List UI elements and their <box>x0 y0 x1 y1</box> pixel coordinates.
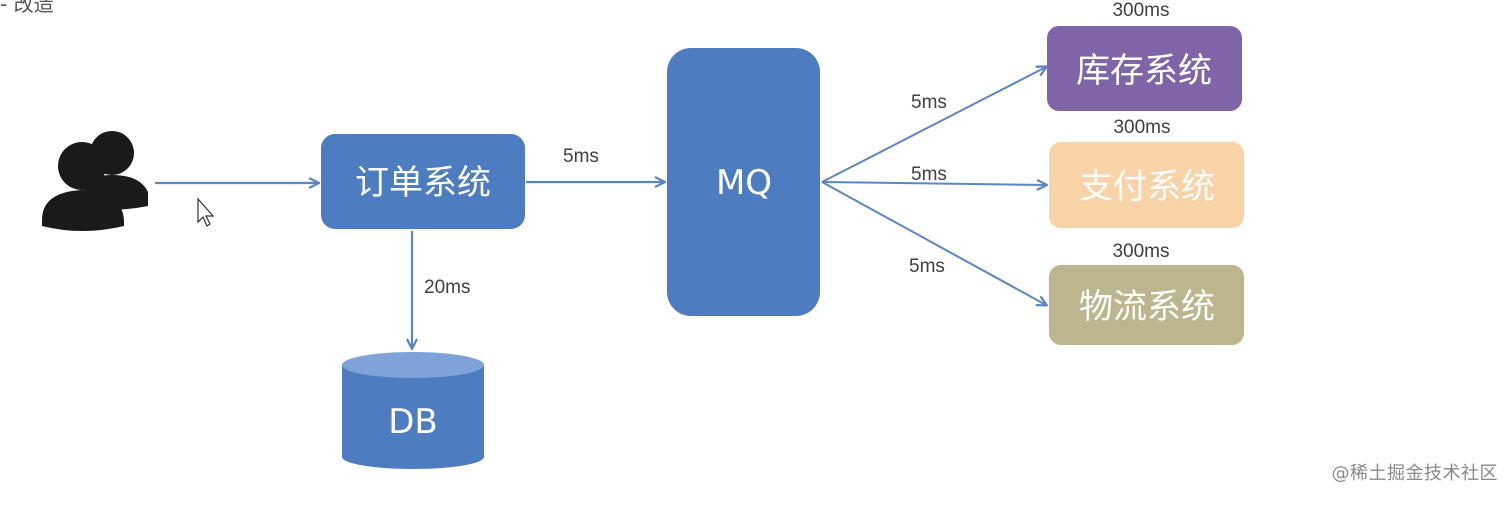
latency-label-inventory: 300ms <box>1112 0 1169 21</box>
db-node: DB <box>342 352 484 469</box>
arrow-mq-to-logistics <box>821 181 1046 305</box>
edge-label-mq-to-logistics: 5ms <box>909 256 945 277</box>
inventory-system-node: 库存系统 <box>1047 26 1242 111</box>
arrow-mq-to-inventory <box>821 67 1046 183</box>
order-system-node: 订单系统 <box>321 134 525 229</box>
users-icon <box>42 131 148 231</box>
svg-text:订单系统: 订单系统 <box>355 163 491 203</box>
mouse-cursor-icon <box>197 197 215 227</box>
mq-node: MQ <box>667 48 820 316</box>
edge-label-mq-to-inventory: 5ms <box>911 92 947 113</box>
svg-text:物流系统: 物流系统 <box>1079 287 1215 327</box>
latency-label-payment: 300ms <box>1113 117 1170 138</box>
edge-label-order-to-db: 20ms <box>424 277 470 298</box>
edge-label-mq-to-payment: 5ms <box>911 164 947 185</box>
edge-label-order-to-mq: 5ms <box>563 146 599 167</box>
latency-label-logistics: 300ms <box>1112 241 1169 262</box>
watermark-text: @稀土掘金技术社区 <box>1331 463 1498 484</box>
payment-system-node: 支付系统 <box>1049 142 1244 228</box>
svg-text:支付系统: 支付系统 <box>1079 167 1215 207</box>
logistics-system-node: 物流系统 <box>1049 265 1244 345</box>
svg-text:DB: DB <box>388 402 438 442</box>
corner-heading-fragment: - 改造 <box>0 0 54 16</box>
arrow-mq-to-payment <box>821 182 1046 185</box>
svg-text:MQ: MQ <box>716 163 772 203</box>
svg-text:库存系统: 库存系统 <box>1076 51 1212 91</box>
